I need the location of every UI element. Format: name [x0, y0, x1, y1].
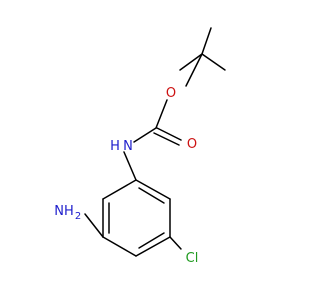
bond-ring-amine [84, 213, 104, 238]
bond-ring-3 [135, 236, 171, 257]
bond-oxygen-carbonyl-carbon [155, 99, 168, 129]
bond-tbu-oxygen [185, 53, 203, 87]
bond-tbu-methyl-top [201, 27, 212, 55]
bond-ring-4 [102, 236, 137, 257]
amine-subscript: 2 [75, 211, 81, 222]
bond-tbu-methyl-right [201, 53, 226, 71]
structure-diagram: O O H N NH 2 Cl [54, 27, 226, 266]
nh-nitrogen-label: N [123, 139, 133, 154]
bond-carbonyl-carbon-nitrogen [133, 127, 157, 143]
bond-carbonyl-double-b [153, 132, 180, 146]
ester-oxygen-label: O [166, 86, 176, 101]
amine-label: NH [54, 204, 74, 219]
carbonyl-oxygen-label: O [187, 137, 197, 152]
bond-nitrogen-ring [123, 151, 137, 181]
bond-ring-inner-2 [138, 232, 165, 249]
bond-ring-6 [102, 179, 137, 200]
bond-ring-chlorine [169, 236, 182, 250]
bond-ring-1 [135, 179, 171, 200]
bond-ring-inner-1 [138, 187, 165, 204]
bond-carbonyl-double-a [156, 127, 182, 141]
nh-hydrogen-label: H [110, 139, 120, 154]
bond-tbu-methyl-left [179, 53, 203, 71]
chlorine-label: Cl [186, 251, 199, 266]
